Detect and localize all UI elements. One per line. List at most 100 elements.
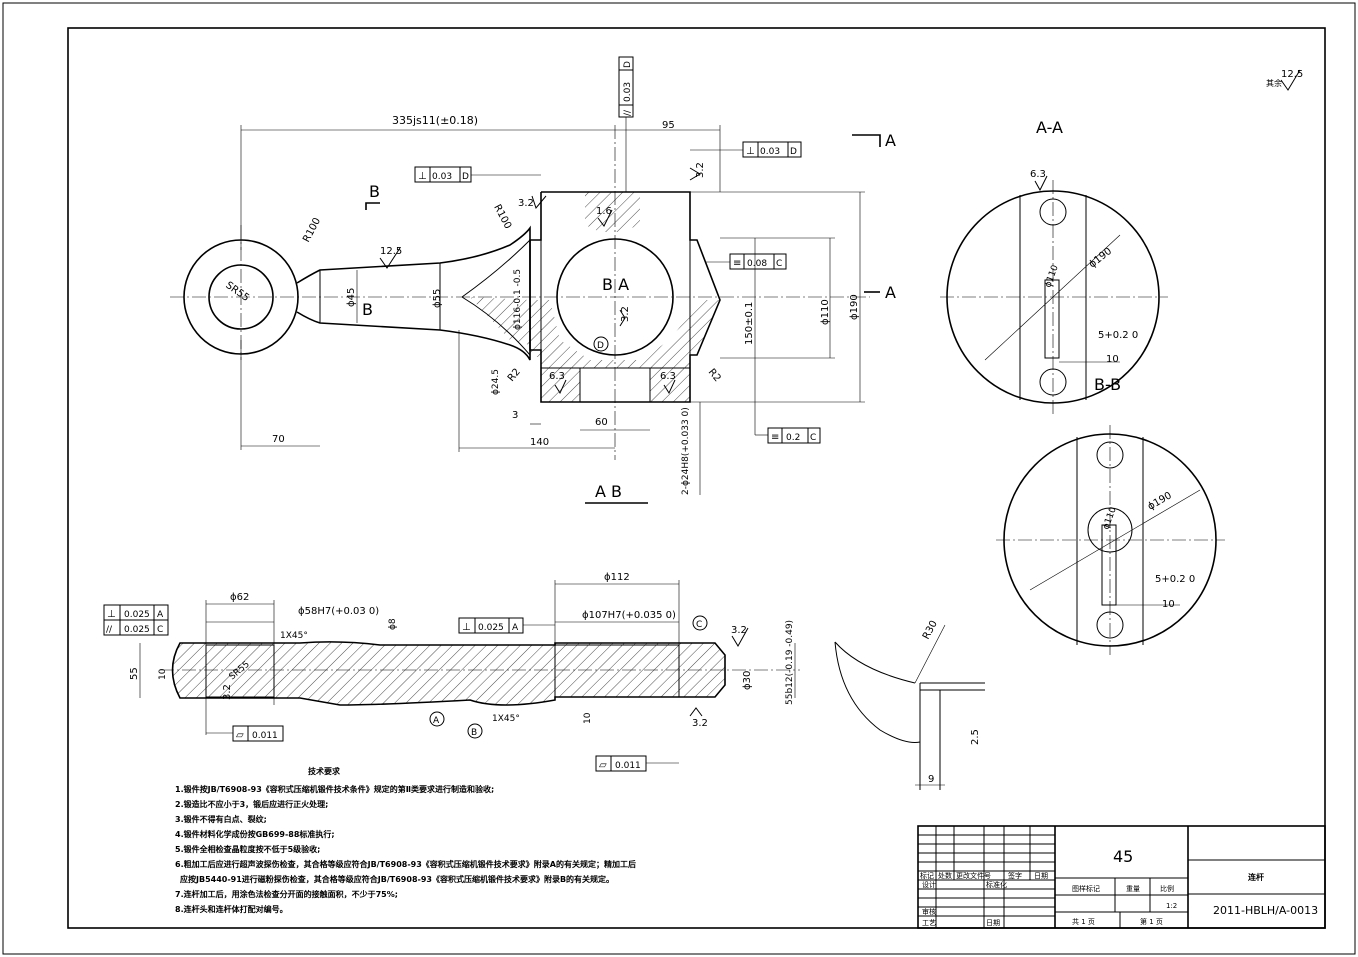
svg-text:2.5: 2.5 [970,729,981,745]
svg-text:ϕ112: ϕ112 [604,572,630,583]
svg-text:A-A: A-A [1036,118,1063,137]
svg-text:R2: R2 [506,367,523,384]
tol-perp-bottom: ⊥ 0.025 A // 0.025 C [103,604,169,636]
part-name: 连杆 [1248,872,1264,882]
svg-text:ϕ190: ϕ190 [849,294,860,320]
svg-text:D: D [790,147,797,157]
svg-text:4.锻件材料化学成份按GB699-88标准执行;: 4.锻件材料化学成份按GB699-88标准执行; [175,829,335,839]
svg-text:0.03: 0.03 [432,172,452,182]
tol-parallel-top: D 0.03 // [618,56,634,192]
svg-text:C: C [810,433,816,443]
title-block: 标记 处数 更改文件号 签字 日期 设计 标准化 审核 工艺 日期 45 连杆 … [917,825,1326,929]
svg-text:D: D [597,341,604,351]
svg-text:6.3: 6.3 [549,371,565,382]
tol-perp-left: ⊥ 0.03 D [414,166,541,183]
svg-text:▱: ▱ [236,730,244,741]
material: 45 [1113,847,1133,866]
svg-text:审核: 审核 [922,907,936,916]
svg-text:3.2: 3.2 [620,306,631,322]
svg-text:重量: 重量 [1126,885,1140,893]
svg-text:ϕ62: ϕ62 [230,592,249,603]
svg-text:ϕ107H7(+0.035 0): ϕ107H7(+0.035 0) [582,610,676,621]
svg-text:55b12(-0.19 -0.49): 55b12(-0.19 -0.49) [785,620,795,705]
section-aa: A-A ϕ190 ϕ110 6.3 5+0.2 0 10 [940,118,1168,415]
svg-text:0.025: 0.025 [124,625,150,635]
svg-text://: // [623,109,633,116]
surface-finish-note: 其余 12.5 [1266,69,1303,91]
svg-text:ϕ24.5: ϕ24.5 [491,369,501,395]
svg-text:5.锻件全相检查晶粒度按不低于5级验收;: 5.锻件全相检查晶粒度按不低于5级验收; [175,844,320,854]
svg-text:10: 10 [1106,354,1119,365]
svg-text:ϕ58H7(+0.03 0): ϕ58H7(+0.03 0) [298,606,379,617]
svg-text:⊥: ⊥ [418,171,427,182]
svg-text:A: A [157,610,164,620]
svg-text:签字: 签字 [1008,871,1022,880]
svg-text:1X45°: 1X45° [492,714,520,724]
svg-text:C: C [776,259,782,269]
svg-text:6.3: 6.3 [1030,169,1046,180]
svg-text:9: 9 [928,774,934,785]
svg-text:日期: 日期 [986,919,1000,927]
svg-text:ϕ116-0.1 -0.5: ϕ116-0.1 -0.5 [513,269,523,330]
svg-text:140: 140 [530,437,549,448]
svg-text:0.025: 0.025 [124,610,150,620]
svg-text:共 1 页: 共 1 页 [1072,917,1095,926]
svg-text:6.3: 6.3 [660,371,676,382]
svg-text:3.2: 3.2 [222,684,233,700]
svg-text:应按JB5440-91进行磁粉探伤检查，其合格等级应符合JB: 应按JB5440-91进行磁粉探伤检查，其合格等级应符合JB/T6908-93《… [180,874,614,884]
svg-text:≡: ≡ [733,258,741,269]
svg-text:2-ϕ24H8(+0.033 0): 2-ϕ24H8(+0.033 0) [681,407,691,495]
tol-perp-mid-bottom: ⊥ 0.025 A [458,617,555,634]
svg-text:ϕ110: ϕ110 [820,299,831,325]
svg-text:0.011: 0.011 [615,761,641,771]
svg-text:图样标记: 图样标记 [1072,884,1100,893]
svg-text:⊥: ⊥ [107,609,116,620]
svg-text:ϕ55: ϕ55 [432,289,443,308]
svg-text:A: A [433,716,440,726]
flatness-right: ▱ 0.011 [595,755,679,772]
svg-text:2.锻造比不应小于3，锻后应进行正火处理;: 2.锻造比不应小于3，锻后应进行正火处理; [175,799,328,809]
svg-text:技术要求: 技术要求 [308,766,341,776]
svg-text:3: 3 [512,410,518,421]
svg-text:C: C [157,625,163,635]
svg-text:⊥: ⊥ [746,146,755,157]
scale-value: 1:2 [1166,902,1177,910]
drawing-number: 2011-HBLH/A-0013 [1213,904,1318,917]
svg-text:日期: 日期 [1034,872,1048,880]
svg-text:3.2: 3.2 [518,198,534,209]
svg-text:0.03: 0.03 [760,147,780,157]
svg-text:B: B [362,300,373,319]
svg-text:ϕ190: ϕ190 [1087,246,1114,270]
tol-perp-right: ⊥ 0.03 D [690,141,802,158]
svg-text:SR55: SR55 [223,280,251,304]
svg-text:R100: R100 [491,203,513,231]
svg-text:3.2: 3.2 [695,162,706,178]
flatness-left: ▱ 0.011 [206,725,284,742]
tech-requirements: 技术要求 1.锻件按JB/T6908-93《容积式压缩机锻件技术条件》规定的第Ⅱ… [175,766,636,914]
svg-text:⊥: ⊥ [462,622,471,633]
svg-text:B: B [471,728,477,738]
svg-text:5+0.2 0: 5+0.2 0 [1098,330,1138,341]
svg-text:ϕ45: ϕ45 [346,288,357,307]
svg-text:工艺: 工艺 [922,919,936,927]
svg-text:8.连杆头和连杆体打配对编号。: 8.连杆头和连杆体打配对编号。 [175,904,288,914]
svg-text:0.011: 0.011 [252,731,278,741]
svg-text:D: D [462,172,469,182]
svg-text:3.2: 3.2 [692,718,708,729]
svg-text:6.粗加工后应进行超声波探伤检查，其合格等级应符合JB/T6: 6.粗加工后应进行超声波探伤检查，其合格等级应符合JB/T6908-93《容积式… [175,859,636,870]
svg-text:3.2: 3.2 [731,625,747,636]
svg-text:B-B: B-B [1094,375,1121,394]
main-view: 335js11(±0.18) 95 70 140 60 3 R100 R100 … [170,56,896,504]
svg-text://: // [106,625,113,635]
svg-text:R30: R30 [921,619,940,642]
svg-text:A: A [885,131,896,150]
svg-text:R100: R100 [301,216,323,244]
tol-sym-mid: ≡ 0.08 C [706,253,787,270]
svg-text:1X45°: 1X45° [280,631,308,641]
svg-text:55: 55 [129,667,140,680]
svg-text:70: 70 [272,434,285,445]
tol-sym-low: ≡ 0.2 C [755,427,821,444]
svg-text:▱: ▱ [599,760,607,771]
svg-text:R2: R2 [706,367,723,384]
